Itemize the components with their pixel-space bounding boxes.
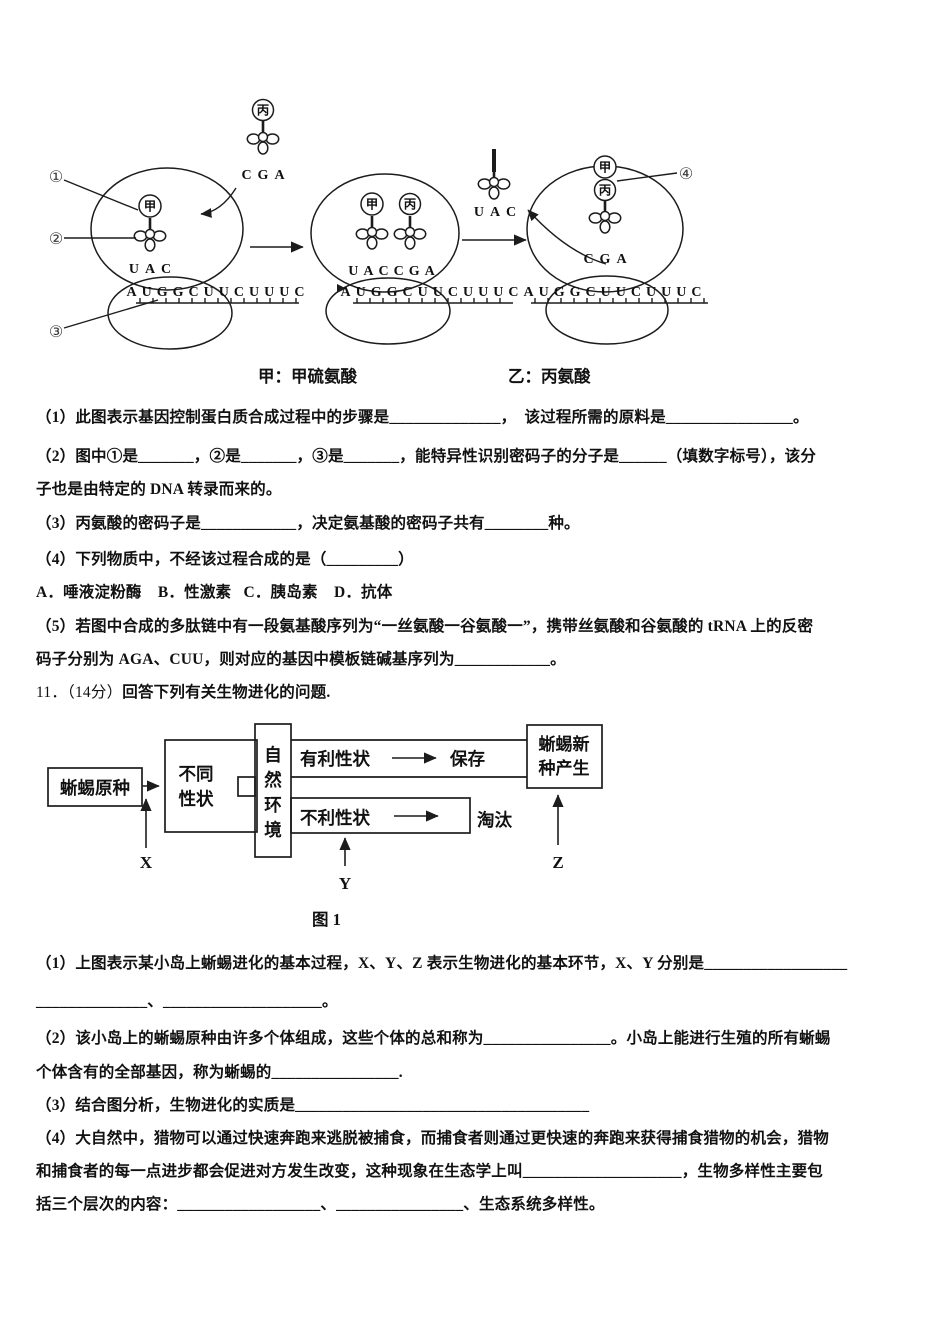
q10-line-5: （5）若图中合成的多肽链中有一段氨基酸序列为“一丝氨酸一谷氨酸一”，携带丝氨酸和… xyxy=(36,618,814,635)
mrna-ruler-panel2 xyxy=(353,298,513,304)
env-char-1: 自 xyxy=(264,745,282,765)
q11-header: 11．（14分）回答下列有关生物进化的问题. xyxy=(36,683,330,703)
q11-line-4c: 括三个层次的内容：__________________、____________… xyxy=(36,1196,605,1213)
label-2: ② xyxy=(49,231,63,248)
figure2-caption: 图 1 xyxy=(312,910,341,929)
trna-jia-panel1: 甲 UAC xyxy=(129,194,177,277)
dipeptide-panel3: 甲 丙 CGA xyxy=(583,155,632,267)
q11-line-2: （2）该小岛上的蜥蜴原种由许多个体组成，这些个体的总和称为___________… xyxy=(36,1030,831,1047)
z-label: Z xyxy=(552,853,563,872)
label-4: ④ xyxy=(679,166,693,183)
anticodon-cga: CGA xyxy=(241,168,290,183)
preserved-label: 保存 xyxy=(449,749,485,769)
anticodon-uac-free: UAC xyxy=(474,205,522,220)
mrna-ruler-panel1 xyxy=(136,298,299,304)
caption-yi: 乙：丙氨酸 xyxy=(508,366,591,386)
anticodons-panel2: UACCGA xyxy=(348,264,439,279)
env-char-3: 环 xyxy=(264,795,282,815)
q10-line-2b: 子也是由特定的 DNA 转录而来的。 xyxy=(36,481,282,498)
mrna-panel1: AUGGCUUCUUUC xyxy=(127,285,310,300)
q11-line-2b: 个体含有的全部基因，称为蜥蜴的________________. xyxy=(36,1064,403,1081)
mrna-panel3: AUGGCUUCUUUC xyxy=(524,285,707,300)
ribosome-panel2 xyxy=(310,173,460,345)
free-trna: UAC xyxy=(474,149,522,220)
anticodon-cga-panel3: CGA xyxy=(583,252,632,267)
env-char-4: 境 xyxy=(264,820,282,840)
box-new-line2: 种产生 xyxy=(538,758,590,778)
y-label: Y xyxy=(339,874,351,893)
mrna-ruler-panel3 xyxy=(531,298,708,304)
amino-bing-label: 丙 xyxy=(404,198,417,212)
q11-stem: 回答下列有关生物进化的问题. xyxy=(122,684,331,701)
trna-bing-panel2: 丙 xyxy=(392,192,428,251)
q10-line-1: （1）此图表示基因控制蛋白质合成过程中的步骤是______________， 该… xyxy=(36,409,809,426)
figure-evolution-flowchart: 蜥蜴原种 不同 性状 自 然 环 境 有利性状 保存 蜥蜴新 种产生 不利性状 … xyxy=(47,723,603,929)
q11-line-1: （1）上图表示某小岛上蜥蜴进化的基本过程，X、Y、Z 表示生物进化的基本环节，X… xyxy=(36,955,848,972)
amino-jia-label: 甲 xyxy=(144,200,157,214)
caption-jia: 甲：甲硫氨酸 xyxy=(258,366,358,386)
box-traits-line2: 性状 xyxy=(179,789,214,809)
env-char-2: 然 xyxy=(264,770,282,790)
box-environment xyxy=(254,723,292,858)
anticodon-uac: UAC xyxy=(129,262,177,277)
q11-number: 11．（14分） xyxy=(36,684,123,701)
unfavorable-label: 不利性状 xyxy=(300,808,370,828)
box-origin xyxy=(47,767,143,807)
box-traits xyxy=(164,739,258,833)
connector-stub xyxy=(237,776,256,797)
box-origin-label: 蜥蜴原种 xyxy=(60,778,130,798)
incoming-trna-bing: 丙 CGA xyxy=(200,98,290,218)
trna-jia-panel2: 甲 xyxy=(354,192,390,251)
q10-options: A．唾液淀粉酶 B．性激素 C．胰岛素 D．抗体 xyxy=(36,584,393,601)
label-3: ③ xyxy=(49,324,63,341)
mrna-direction-tick xyxy=(337,284,346,293)
amino-bing-label: 丙 xyxy=(599,184,612,198)
box-unfavorable xyxy=(290,797,471,834)
q11-line-4b: 和捕食者的每一点进步都会促进对方发生改变，这种现象在生态学上叫_________… xyxy=(36,1163,824,1180)
label-1: ① xyxy=(49,169,63,186)
mrna-panel2: AUGGCUUCUUUC xyxy=(341,285,524,300)
box-new-species xyxy=(526,724,603,789)
x-label: X xyxy=(140,853,153,872)
q11-line-4: （4）大自然中，猎物可以通过快速奔跑来逃脱被捕食，而捕食者则通过更快速的奔跑来获… xyxy=(36,1130,829,1147)
q11-line-3: （3）结合图分析，生物进化的实质是_______________________… xyxy=(36,1097,590,1114)
q11-line-1b: ______________、____________________。 xyxy=(36,993,338,1010)
box-traits-line1: 不同 xyxy=(179,764,214,784)
amino-jia-label: 甲 xyxy=(366,198,379,212)
q10-line-5b: 码子分别为 AGA、CUU，则对应的基因中模板链碱基序列为___________… xyxy=(36,651,566,668)
entry-arrow xyxy=(200,187,237,218)
eliminated-label: 淘汰 xyxy=(477,810,512,830)
q10-line-2: （2）图中①是_______，②是_______，③是_______，能特异性识… xyxy=(36,448,817,465)
ribosome-panel1 xyxy=(90,167,244,350)
exit-arrow xyxy=(527,209,607,265)
q10-line-3: （3）丙氨酸的密码子是____________，决定氨基酸的密码子共有_____… xyxy=(36,515,580,532)
box-new-line1: 蜥蜴新 xyxy=(539,734,590,754)
q10-line-4: （4）下列物质中，不经该过程合成的是（_________） xyxy=(36,551,414,568)
favorable-label: 有利性状 xyxy=(300,749,370,769)
figure-translation: 丙 CGA 甲 UAC AUGGCUUCUUUC ① ② ③ xyxy=(49,98,708,386)
amino-jia-label: 甲 xyxy=(599,161,612,175)
amino-bing-label: 丙 xyxy=(257,104,270,118)
